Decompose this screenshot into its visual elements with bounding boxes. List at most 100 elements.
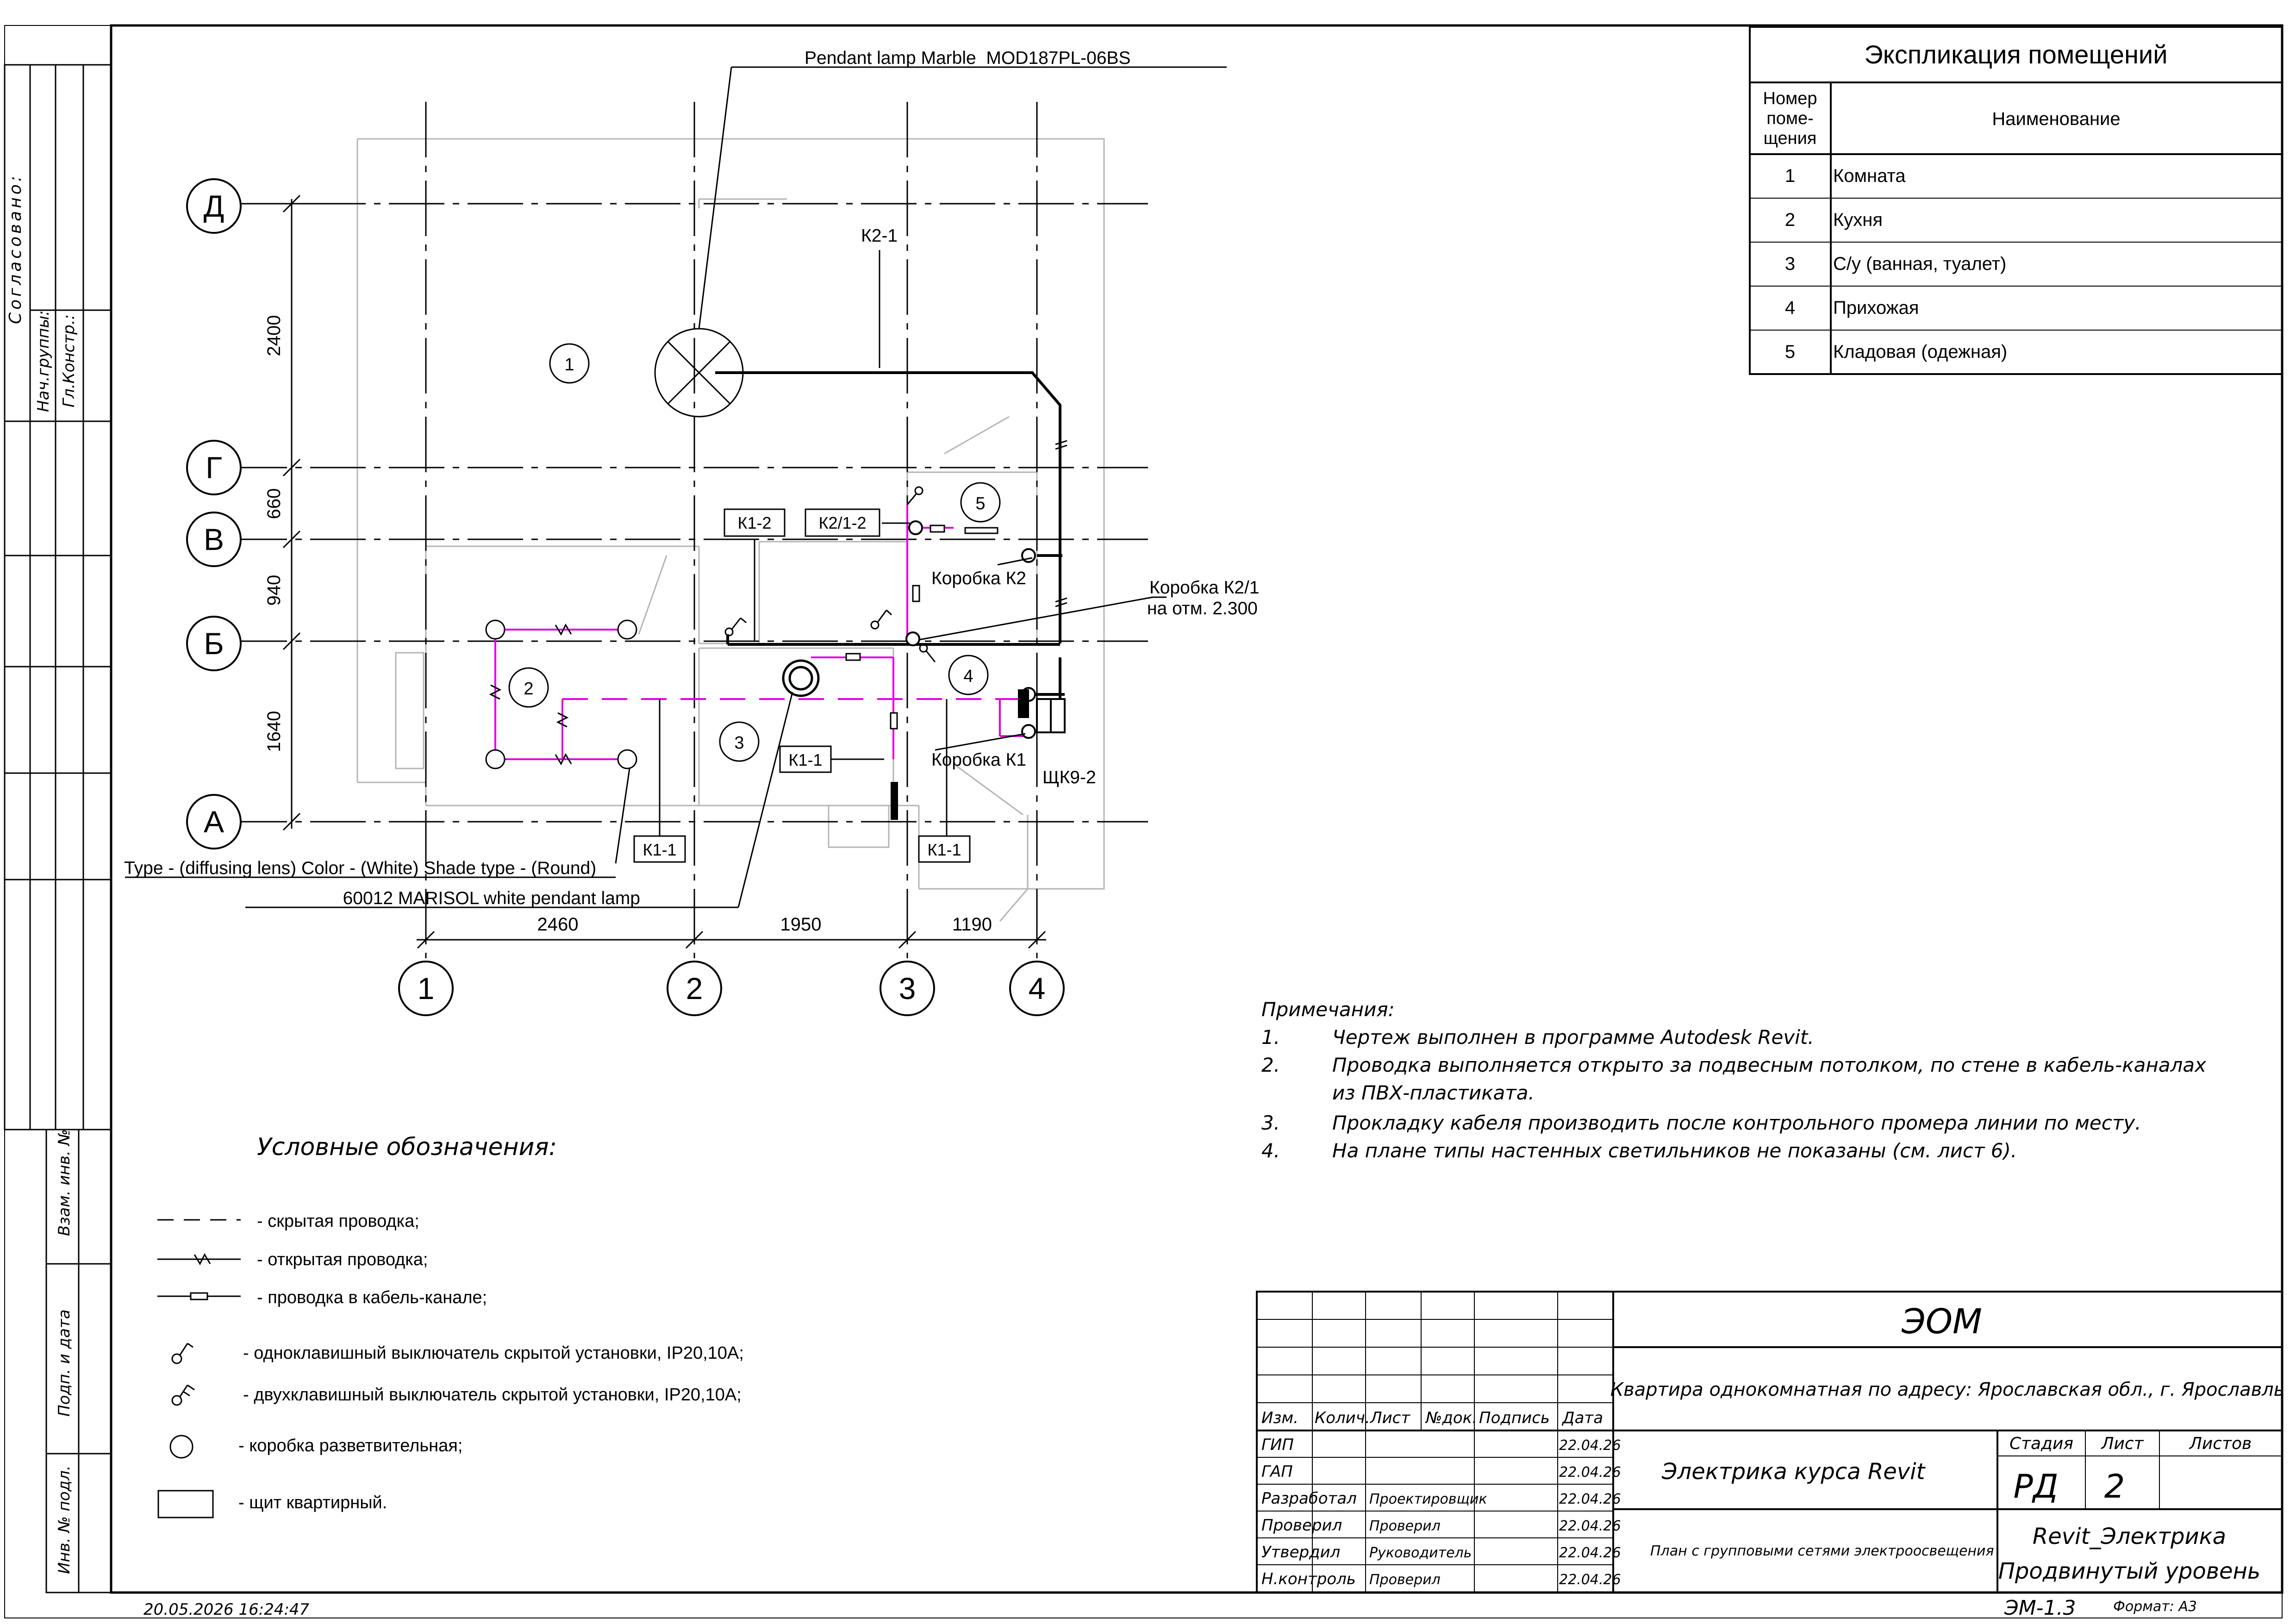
k1-1-label: К1-1 — [643, 840, 676, 859]
k2-1-2-label: К2/1-2 — [818, 513, 866, 532]
legend-title: Условные обозначения: — [257, 1133, 557, 1161]
col-axis-label: 3 — [899, 971, 916, 1006]
row-axis-label: А — [204, 805, 224, 839]
open-wiring-marks — [489, 623, 572, 766]
switch-icon — [724, 617, 747, 637]
signature-row: Проверил Проверил 22.04.26 — [1261, 1516, 1621, 1535]
explication-name: Кладовая (одежная) — [1833, 342, 2007, 362]
switch-icon — [906, 486, 923, 505]
left-strip-labels: Согласовано: Нач.группы: Гл.Констр.: Вза… — [6, 173, 78, 1574]
wall-lamp-icon — [617, 749, 637, 769]
callout-texts: Pendant lamp Marble_MOD187PL-06BS К2-1 К… — [124, 48, 1260, 908]
row-axis-g: Г — [186, 440, 242, 495]
gl-konstr-label: Гл.Констр.: — [60, 314, 78, 407]
explication-col-name: Наименование — [1992, 109, 2120, 129]
row-axis-a: А — [186, 794, 242, 849]
sheet-format: Формат: А3 — [2113, 1599, 2197, 1615]
legend-text: - двухклавишный выключатель скрытой уста… — [243, 1385, 742, 1405]
dimension-chain-vertical — [282, 194, 333, 831]
junction-box-legend-icon — [169, 1435, 193, 1459]
sheet-title: План с групповыми сетями электроосвещени… — [1650, 1543, 1994, 1559]
wiring-black-thin — [1055, 440, 1067, 607]
room-marker-1: 1 — [549, 343, 590, 384]
box-k2-1-level: на отм. 2.300 — [1147, 599, 1258, 618]
signature-role: ГИП — [1261, 1436, 1294, 1454]
room-marker-2: 2 — [508, 667, 549, 708]
grid-bubbles: Д Г В Б А 1 2 3 — [186, 178, 1065, 1016]
print-timestamp: 20.05.2026 16:24:47 — [144, 1600, 310, 1619]
vzam-inv-label: Взам. инв. № — [55, 1129, 74, 1236]
signature-row: Утвердил Руководитель 22.04.26 — [1261, 1543, 1621, 1562]
lamp-type-callout: Type - (diffusing lens) Color - (White) … — [124, 858, 596, 878]
box-k2-1-callout: Коробка К2/1 — [1149, 578, 1260, 598]
room-number: 1 — [564, 355, 574, 375]
notes-title: Примечания: — [1261, 998, 1395, 1021]
dim-1640: 1640 — [264, 711, 284, 752]
room-marker-4: 4 — [948, 655, 989, 695]
dim-660: 660 — [264, 488, 284, 519]
dim-2460: 2460 — [537, 914, 579, 935]
dimension-labels-vertical: 2400 660 940 1640 — [264, 315, 284, 752]
legend-cable-channel: - проводка в кабель-канале; — [157, 1288, 487, 1307]
explication-num: 5 — [1785, 342, 1795, 362]
legend-text: - открытая проводка; — [257, 1250, 428, 1269]
wall-lamp-icons — [485, 619, 637, 769]
signature-row: ГИП 22.04.26 — [1261, 1436, 1621, 1454]
organization-line: Revit_Электрика — [2033, 1524, 2226, 1549]
col-axis-label: 1 — [418, 971, 435, 1006]
col-axis-3: 3 — [880, 961, 935, 1016]
panel-legend-icon — [157, 1490, 214, 1518]
header-list: Лист — [1369, 1409, 1410, 1427]
signature-role: Утвердил — [1261, 1543, 1340, 1562]
header-podpis: Подпись — [1479, 1409, 1550, 1427]
explication-num: 2 — [1785, 210, 1795, 230]
junction-box-icon — [1021, 724, 1036, 739]
nach-gruppy-label: Нач.группы: — [34, 310, 53, 412]
explication-table: Экспликация помещений Номер поме- щения … — [1749, 26, 2283, 375]
signature-role: Проверил — [1261, 1516, 1342, 1535]
junction-box-icon — [905, 631, 920, 646]
col-axis-2: 2 — [667, 961, 722, 1016]
room-number: 3 — [734, 733, 744, 753]
switch-icon — [919, 643, 936, 662]
note-text: Проводка выполняется открыто за подвесны… — [1332, 1054, 2207, 1076]
left-strip — [4, 64, 112, 1593]
legend: Условные обозначения: - скрытая проводка… — [157, 1133, 744, 1518]
explication-row: 4 Прихожая — [1785, 298, 1919, 318]
explication-title: Экспликация помещений — [1865, 40, 2168, 69]
stage-value: РД — [2014, 1468, 2059, 1505]
signature-date: 22.04.26 — [1559, 1437, 1621, 1454]
panel-label: ЩК9-2 — [1042, 768, 1096, 787]
header-kolich: Колич. — [1315, 1409, 1370, 1427]
switch-icons — [724, 486, 936, 662]
note-number: 2. — [1261, 1054, 1280, 1076]
k2-1-callout: К2-1 — [861, 226, 898, 246]
row-axis-b: Б — [186, 616, 242, 671]
dim-940: 940 — [264, 575, 284, 606]
note-text: Чертеж выполнен в программе Autodesk Rev… — [1332, 1026, 1814, 1049]
room-number: 4 — [963, 667, 973, 686]
switch-double-icon — [171, 1395, 182, 1406]
explication-num: 1 — [1785, 166, 1795, 186]
signature-row: ГАП 22.04.26 — [1261, 1462, 1621, 1481]
note-number: 1. — [1261, 1026, 1280, 1049]
row-axis-label: Б — [204, 626, 224, 661]
signature-name: Проверил — [1369, 1572, 1441, 1588]
explication-row: 5 Кладовая (одежная) — [1785, 342, 2007, 362]
room-marker-5: 5 — [960, 482, 1001, 523]
dimension-chain-horizontal — [417, 931, 1046, 949]
col-axis-label: 2 — [686, 971, 703, 1006]
dim-1950: 1950 — [780, 914, 822, 935]
sheet-label: Лист — [2100, 1434, 2144, 1453]
cable-channel-marks — [845, 525, 945, 730]
k1-1-label: К1-1 — [927, 840, 961, 859]
explication-col-number: Номер — [1763, 89, 1817, 108]
col-axis-4: 4 — [1009, 961, 1065, 1016]
explication-row: 1 Комната — [1785, 166, 1906, 186]
box-k2-callout: Коробка К2 — [931, 568, 1026, 588]
k1-2-label: К1-2 — [737, 513, 771, 532]
wiring-black — [715, 371, 1065, 722]
signature-date: 22.04.26 — [1559, 1518, 1621, 1534]
explication-name: С/у (ванная, туалет) — [1833, 254, 2006, 274]
